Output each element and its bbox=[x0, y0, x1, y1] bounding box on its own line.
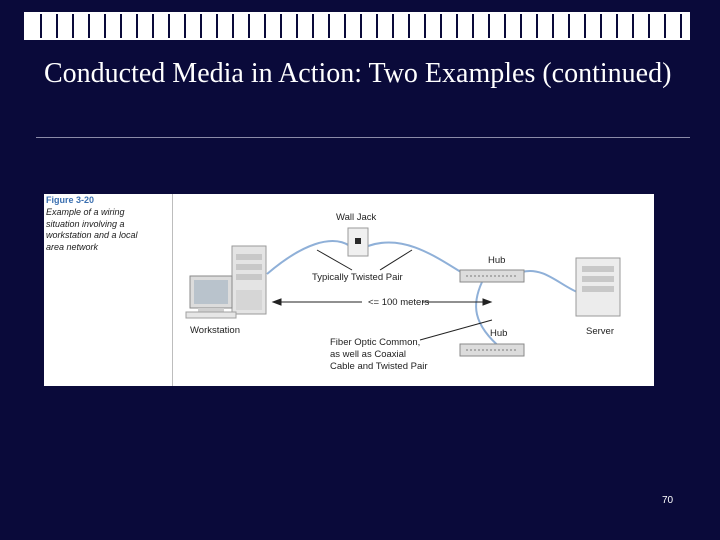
square-pattern bbox=[26, 14, 688, 38]
label-fiber-line3: Cable and Twisted Pair bbox=[330, 361, 428, 372]
hub-bottom-icon bbox=[459, 343, 525, 357]
fiber-arrow bbox=[419, 319, 493, 341]
server-icon bbox=[575, 257, 621, 317]
figure-image: Figure 3-20 Example of a wiring situatio… bbox=[44, 194, 654, 386]
slide-title: Conducted Media in Action: Two Examples … bbox=[44, 58, 672, 89]
cable-hub-to-hub bbox=[475, 281, 503, 350]
label-fiber-line2: as well as Coaxial bbox=[330, 349, 406, 360]
label-distance: <= 100 meters bbox=[368, 297, 430, 308]
label-wall-jack: Wall Jack bbox=[336, 212, 377, 223]
hub-top-icon bbox=[459, 269, 525, 283]
title-divider bbox=[36, 137, 690, 138]
label-workstation: Workstation bbox=[190, 325, 240, 336]
label-hub-bottom: Hub bbox=[490, 328, 507, 339]
twisted-pair-arrows bbox=[316, 249, 413, 271]
wall-jack-icon bbox=[347, 227, 369, 257]
label-server: Server bbox=[586, 326, 614, 337]
label-hub-top: Hub bbox=[488, 255, 505, 266]
figure-number: Figure 3-20 bbox=[46, 195, 95, 205]
label-twisted-pair: Typically Twisted Pair bbox=[312, 272, 403, 283]
cable-jack-to-hub bbox=[367, 241, 465, 275]
workstation-tower-icon bbox=[231, 245, 267, 315]
page-number: 70 bbox=[662, 495, 674, 506]
monitor-icon bbox=[185, 275, 237, 319]
decorative-square-bar bbox=[24, 12, 690, 40]
distance-arrow bbox=[271, 298, 493, 306]
cable-workstation-to-jack bbox=[266, 240, 351, 275]
label-fiber-line1: Fiber Optic Common, bbox=[330, 337, 420, 348]
wiring-diagram: Wall Jack Typically Twisted Pair <= 100 … bbox=[185, 212, 621, 372]
figure-caption-panel: Figure 3-20 Example of a wiring situatio… bbox=[44, 194, 173, 386]
figure-description: Example of a wiring situation involving … bbox=[46, 207, 138, 252]
